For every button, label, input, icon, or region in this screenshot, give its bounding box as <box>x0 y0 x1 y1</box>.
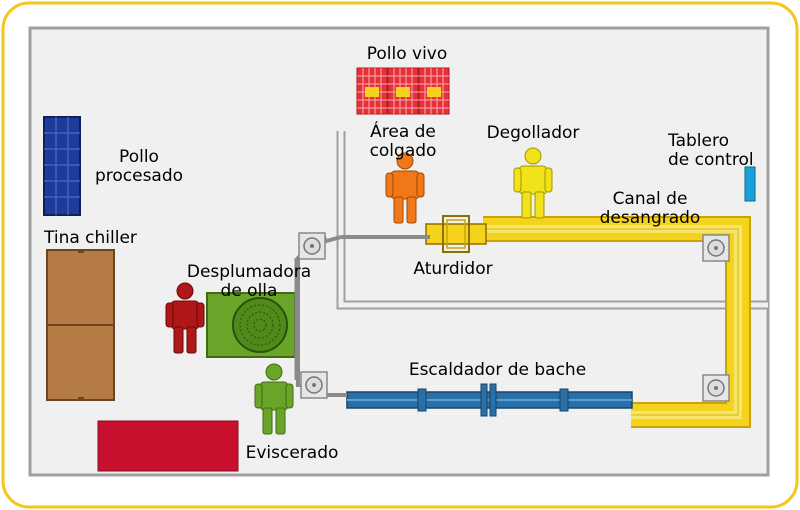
processed-chicken-boxes <box>43 116 81 216</box>
live-chicken-label: Pollo vivo <box>366 44 448 64</box>
chiller-label: Tina chiller <box>44 228 137 248</box>
scalder <box>346 383 633 417</box>
pulley-icon <box>298 232 326 260</box>
live-chicken-crates <box>356 67 450 115</box>
pulley-icon <box>702 234 730 262</box>
stunner-label: Aturdidor <box>413 259 493 279</box>
stunner <box>425 215 487 253</box>
scalder-label: Escaldador de bache <box>408 360 587 380</box>
cutter-label: Degollador <box>486 123 580 143</box>
red-block <box>97 420 239 472</box>
chiller-tub <box>46 249 115 401</box>
evisceration-label: Eviscerado <box>245 443 339 463</box>
bleed-channel <box>483 216 751 428</box>
pulley-icon <box>702 374 730 402</box>
control-panel <box>744 166 756 202</box>
pulley-icon <box>300 371 328 399</box>
conveyor-line <box>296 235 430 397</box>
plucker-machine <box>206 292 296 358</box>
